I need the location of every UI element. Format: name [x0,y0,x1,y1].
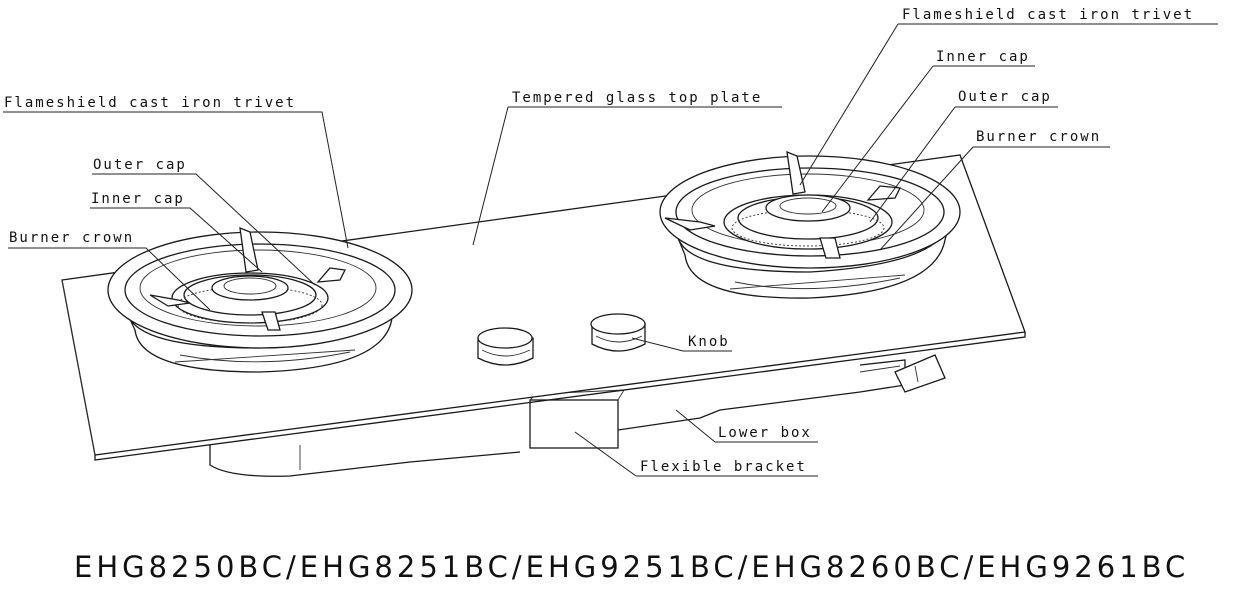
gas-connector [894,354,946,393]
label-knob: Knob [688,334,730,350]
flexible-bracket [529,389,625,449]
label-right-burner-crown: Burner crown [976,129,1102,145]
label-flexible-bracket: Flexible bracket [640,459,807,475]
label-lower-box: Lower box [718,425,812,441]
label-glass-top-plate: Tempered glass top plate [512,90,763,106]
right-burner-assembly [659,150,961,299]
label-left-burner-crown: Burner crown [9,230,135,246]
model-numbers: EHG8250BC/EHG8251BC/EHG9251BC/EHG8260BC/… [74,550,1190,584]
label-left-inner-cap: Inner cap [91,191,185,207]
label-right-outer-cap: Outer cap [958,89,1052,105]
leader-lines [3,23,1218,477]
label-right-trivet: Flameshield cast iron trivet [902,7,1195,23]
left-burner-assembly [107,226,413,373]
knob-right [590,313,646,352]
label-right-inner-cap: Inner cap [936,49,1030,65]
knob-left [477,327,534,366]
label-left-outer-cap: Outer cap [93,157,187,173]
label-left-trivet: Flameshield cast iron trivet [4,95,297,111]
